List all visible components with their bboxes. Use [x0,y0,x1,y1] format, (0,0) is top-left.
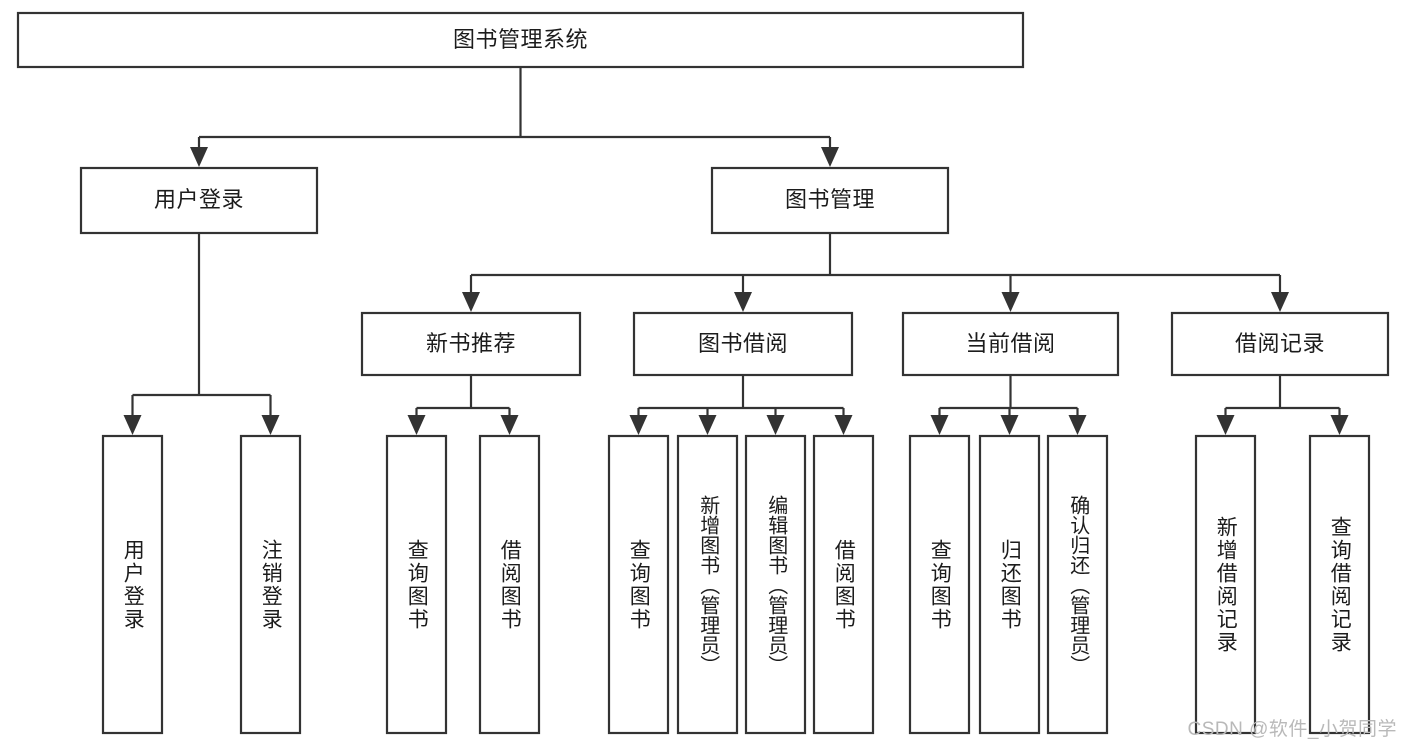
arrow-head-icon-leaf-user-login [123,415,142,435]
connector-layer [123,67,1349,435]
arrow-head-icon-leaf-return-book [1000,415,1019,435]
node-box-leaf-user-login[interactable] [101,434,164,735]
watermark-text: CSDN @软件_小贺同学 [1187,719,1397,740]
node-box-leaf-add-borrow-record[interactable] [1194,434,1257,735]
arrow-head-icon-borrow-record [1271,292,1289,312]
node-box-layer [16,11,1390,735]
arrow-head-icon-book-management [821,147,839,167]
node-box-leaf-logout-login[interactable] [239,434,302,735]
arrow-head-icon-leaf-add-borrow-record [1216,415,1235,435]
arrow-head-icon-leaf-borrow-book-recommend [500,415,519,435]
node-box-leaf-query-borrow-record[interactable] [1308,434,1371,735]
node-box-leaf-query-book-recommend[interactable] [385,434,448,735]
node-box-leaf-add-book-admin[interactable] [676,434,739,735]
arrow-head-icon-leaf-add-book-admin [698,415,717,435]
arrow-head-icon-leaf-edit-book-admin [766,415,785,435]
node-box-leaf-query-book-borrow[interactable] [607,434,670,735]
arrow-head-icon-current-borrow [1001,292,1020,312]
node-box-leaf-confirm-return-admin[interactable] [1046,434,1109,735]
arrow-head-icon-new-book-recommend [462,292,480,312]
arrow-head-icon-user-login [190,147,208,167]
arrow-head-icon-leaf-query-borrow-record [1330,415,1349,435]
node-box-leaf-borrow-book-recommend[interactable] [478,434,541,735]
node-box-book-borrow[interactable] [632,311,854,377]
node-box-user-login[interactable] [79,166,319,235]
arrow-head-icon-leaf-query-book-current [930,415,949,435]
node-box-leaf-borrow-book[interactable] [812,434,875,735]
node-box-leaf-return-book[interactable] [978,434,1041,735]
arrow-head-icon-leaf-query-book-recommend [407,415,426,435]
node-box-current-borrow[interactable] [901,311,1120,377]
arrow-head-icon-leaf-query-book-borrow [629,415,648,435]
node-box-leaf-query-book-current[interactable] [908,434,971,735]
arrow-head-icon-book-borrow [734,292,752,312]
arrow-head-icon-leaf-confirm-return-admin [1068,415,1087,435]
node-box-borrow-record[interactable] [1170,311,1390,377]
arrow-head-icon-leaf-borrow-book [834,415,853,435]
arrow-head-icon-leaf-logout-login [261,415,280,435]
node-box-book-management[interactable] [710,166,950,235]
node-box-new-book-recommend[interactable] [360,311,582,377]
node-box-root[interactable] [16,11,1025,69]
node-box-leaf-edit-book-admin[interactable] [744,434,807,735]
